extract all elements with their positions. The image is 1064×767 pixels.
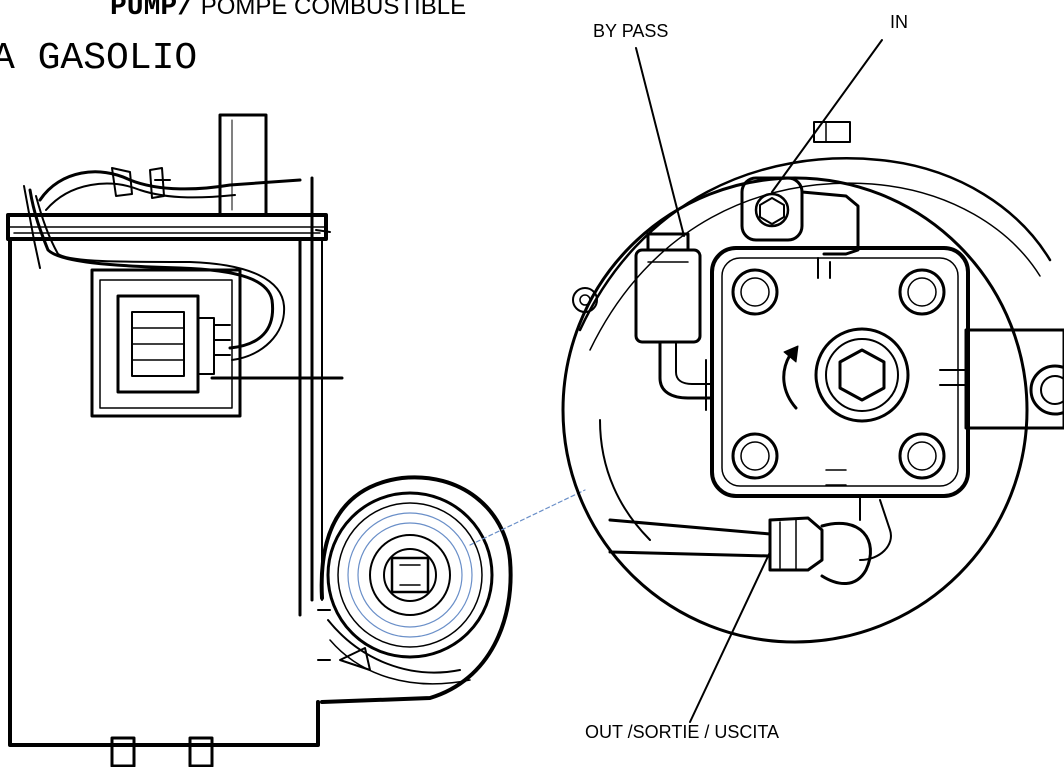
in-leader-line: [771, 39, 883, 193]
title-line-1: PUMP/ POMPE COMBUSTIBLE: [110, 0, 466, 22]
callout-in: IN: [890, 12, 908, 32]
in-fitting: [740, 176, 804, 242]
title-pump: PUMP: [110, 0, 178, 23]
control-bracket: [90, 268, 242, 418]
callout-bypass: BY PASS: [593, 21, 669, 41]
out-fitting: [768, 516, 824, 572]
foot-right: [188, 736, 214, 767]
burner-body: [6, 113, 344, 767]
out-leader-line: [689, 551, 771, 723]
detail-circle: [561, 176, 1029, 644]
exhaust-pipe: [218, 113, 268, 217]
title-french: POMPE COMBUSTIBLE: [194, 0, 467, 20]
title-slash: /: [177, 0, 195, 23]
foot-left: [110, 736, 136, 767]
pump-detail-view: [561, 121, 1064, 644]
fan-motor-assembly: [317, 475, 513, 704]
bypass-leader-line: [635, 47, 685, 237]
callout-out: OUT /SORTIE / USCITA: [585, 722, 780, 742]
title-italian: A GASOLIO: [0, 37, 198, 80]
pump-body: [710, 246, 970, 498]
zoom-leader-line: [469, 489, 586, 546]
